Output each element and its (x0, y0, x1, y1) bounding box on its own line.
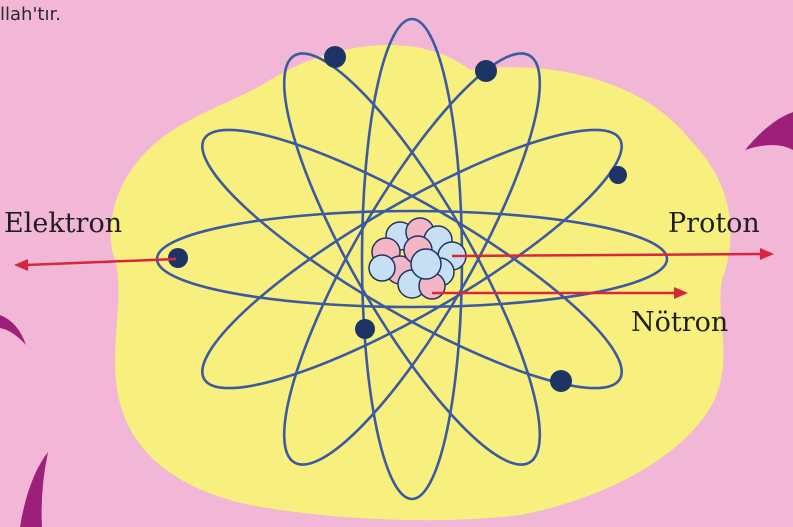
elektron-label: Elektron (4, 208, 122, 239)
electron (609, 166, 627, 184)
neutron-particle (369, 255, 395, 281)
decorative-swoosh-bottom (20, 452, 48, 527)
proton-label: Proton (668, 208, 760, 239)
electron-arrowhead (14, 259, 28, 271)
notron-label: Nötron (631, 307, 728, 338)
electron (475, 60, 497, 82)
neutron-particle (411, 249, 441, 279)
proton-arrowhead (760, 248, 774, 260)
electron (550, 370, 572, 392)
decorative-swoosh-right (745, 112, 793, 150)
electron (355, 319, 375, 339)
decorative-swoosh-left (0, 315, 26, 345)
electron (324, 46, 346, 68)
